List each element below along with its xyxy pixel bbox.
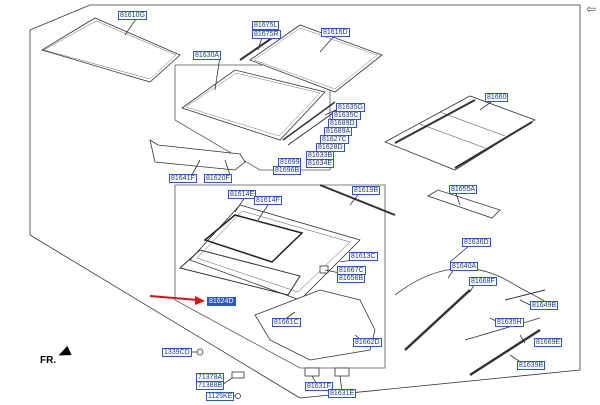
label-81635H[interactable]: 81635H [495,318,524,327]
label-81661C[interactable]: 81661C [272,318,301,327]
label-71388B[interactable]: 71388B [196,381,225,390]
label-81675L[interactable]: 81675L [252,21,280,30]
label-81634E[interactable]: 81634E [306,159,335,168]
back-arrow-icon[interactable]: ⇦ [585,2,596,16]
label-81660[interactable]: 81660 [485,93,509,102]
label-81631F[interactable]: 81631F [305,382,333,391]
label-81620F[interactable]: 81620F [204,174,232,183]
deflector-81641F [149,139,246,171]
label-81639B[interactable]: 81639B [517,361,546,370]
label-81636D[interactable]: 81636D [462,238,491,247]
label-81658B[interactable]: 81658B [337,274,366,283]
label-81649B[interactable]: 81649B [530,301,559,310]
roof-glass-81610G [41,17,181,83]
glass-81630A [181,69,326,141]
label-81610G[interactable]: 81610G [118,11,147,20]
label-81655A[interactable]: 81655A [449,185,478,194]
label-81669E[interactable]: 81669E [534,338,563,347]
glass-81616D [249,24,383,93]
label-81614F[interactable]: 81614F [254,196,282,205]
label-81668F[interactable]: 81668F [469,277,497,286]
label-81630A[interactable]: 81630A [193,51,222,60]
trim-81655A [427,189,501,219]
label-81696B[interactable]: 81696B [273,166,302,175]
label-81640A[interactable]: 81640A [450,262,479,271]
label-81631E[interactable]: 81631E [328,389,357,398]
label-81619B[interactable]: 81619B [352,186,381,195]
frame-81614E [189,204,361,301]
label-1339CD[interactable]: 1339CD [162,348,192,357]
label-81624D-highlighted[interactable]: 81624D [207,297,236,306]
frame-outline [29,4,581,100]
label-1125KE[interactable]: 1125KE [206,392,235,401]
label-81613C[interactable]: 81613C [349,252,378,261]
sunshade-81660 [384,95,536,171]
label-81641F[interactable]: 81641F [169,174,197,183]
pointer-arrow [149,295,205,305]
front-direction-label: FR. [40,355,57,366]
label-81675R[interactable]: 81675R [252,30,281,39]
label-81662D[interactable]: 81662D [353,338,382,347]
label-81614E[interactable]: 81614E [228,190,257,199]
label-81616D[interactable]: 81616D [321,28,350,37]
